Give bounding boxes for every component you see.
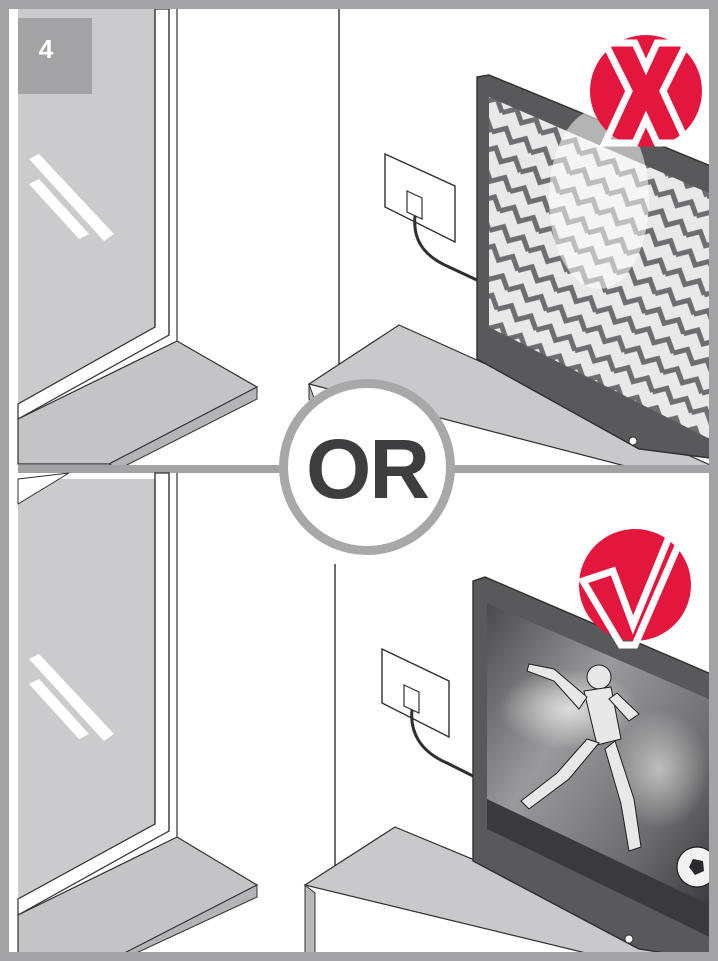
or-divider-badge: OR [279, 379, 455, 555]
x-mark-icon [583, 33, 709, 159]
antenna-icon [385, 154, 479, 281]
antenna-icon [382, 649, 475, 777]
window [18, 473, 257, 961]
step-number-badge: 4 [18, 18, 92, 94]
or-label: OR [306, 421, 428, 518]
step-number: 4 [39, 34, 53, 65]
checkmark-icon [577, 485, 709, 655]
